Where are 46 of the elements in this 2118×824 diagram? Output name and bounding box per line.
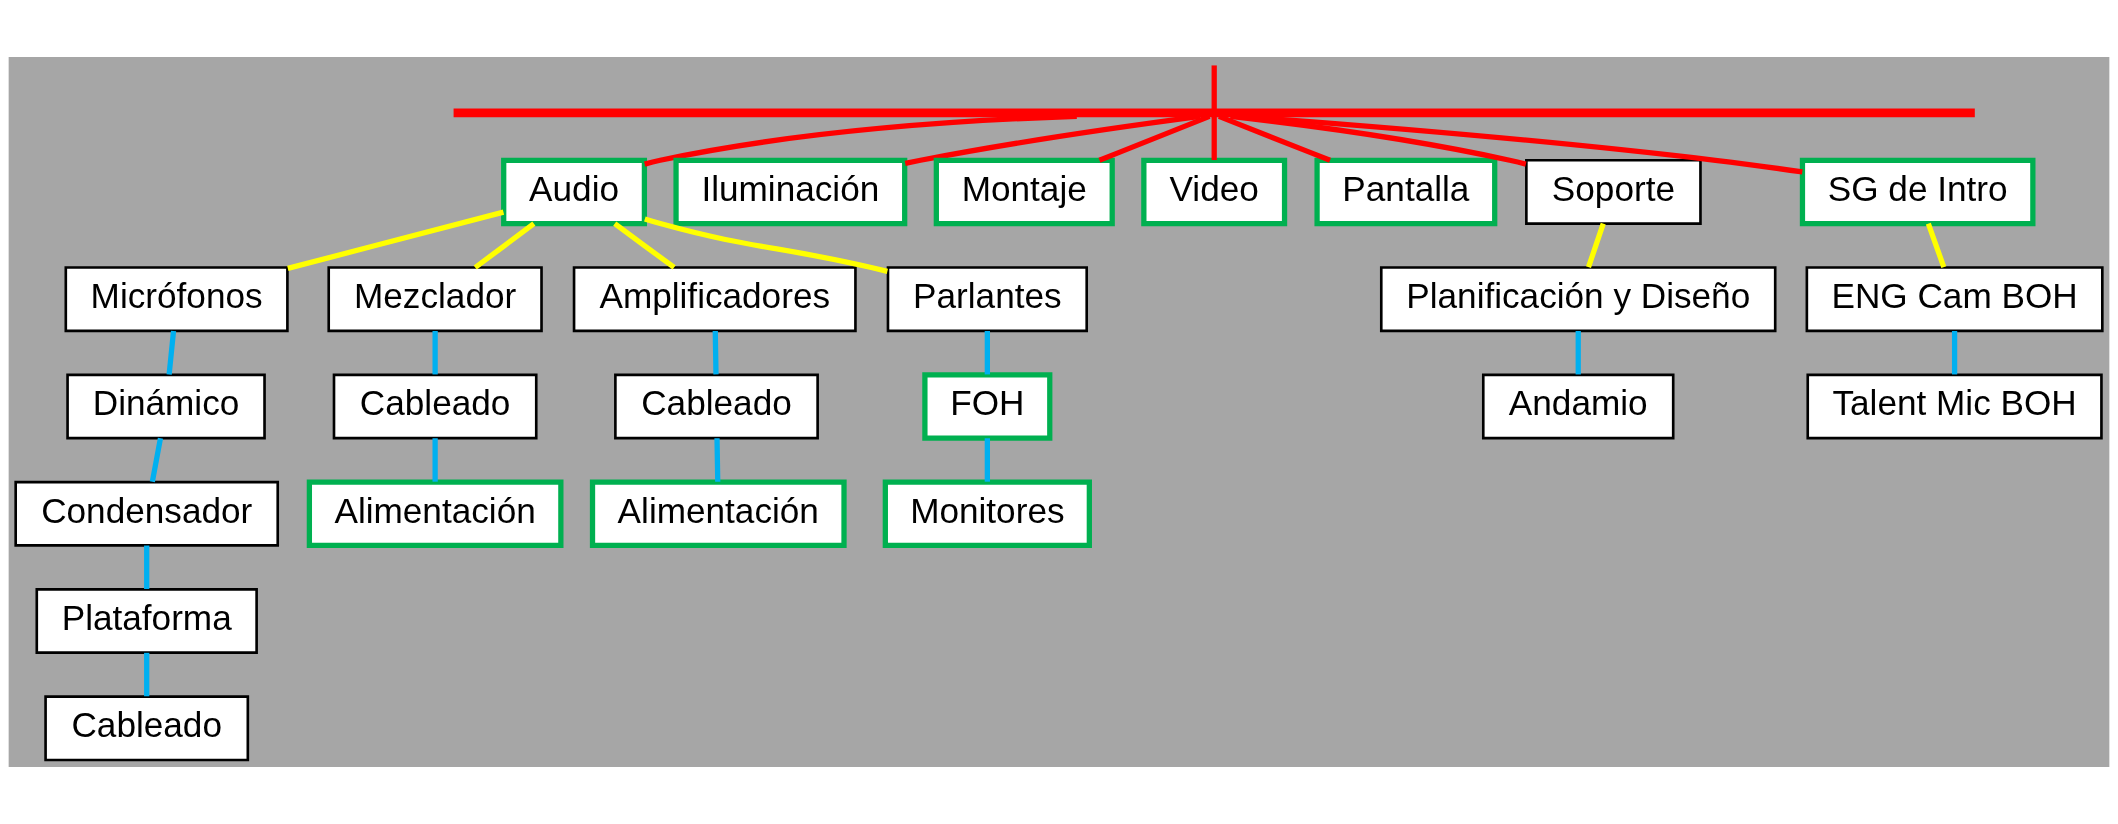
connector (1211, 65, 1217, 110)
node-bar (453, 108, 1975, 118)
connector (984, 331, 990, 375)
connector (1575, 331, 1581, 375)
node-box: Montaje (933, 157, 1115, 227)
node-box: FOH (922, 372, 1053, 441)
node-box: Planificación y Diseño (1379, 266, 1777, 333)
node-box: Parlantes (886, 266, 1088, 333)
connector (1211, 116, 1217, 161)
connector (712, 330, 719, 375)
node-box: Cableado (44, 695, 250, 762)
connector (287, 209, 505, 271)
connector (166, 330, 177, 375)
connector (473, 221, 536, 270)
connector (432, 438, 438, 482)
connector (613, 221, 676, 270)
node-box: SG de Intro (1799, 157, 2036, 227)
node-box: Alimentación (306, 479, 564, 549)
connector (1586, 222, 1606, 268)
node-box: ENG Cam BOH (1805, 266, 2104, 333)
connector (644, 216, 888, 274)
node-box: Monitores (882, 479, 1092, 549)
connector (984, 438, 990, 482)
node-box: Dinámico (66, 373, 266, 440)
node-box: Amplificadores (572, 266, 857, 333)
node-box: Pantalla (1314, 157, 1498, 227)
node-box: Alimentación (589, 479, 847, 549)
node-box: Iluminación (673, 157, 908, 227)
node-box: Cableado (332, 373, 538, 440)
node-box: Micrófonos (64, 266, 289, 333)
node-box: Plataforma (35, 588, 258, 654)
node-box: Soporte (1525, 158, 1702, 225)
connector (144, 545, 150, 589)
node-box: Audio (501, 157, 648, 227)
node-box: Andamio (1481, 373, 1675, 440)
node-box: Talent Mic BOH (1806, 373, 2103, 440)
node-box: Video (1141, 157, 1288, 227)
connector (149, 437, 164, 483)
connector (144, 652, 150, 697)
node-box: Condensador (14, 480, 280, 547)
node-box: Cableado (614, 373, 819, 440)
node-box: Mezclador (327, 266, 543, 333)
connector (432, 331, 438, 375)
connector (1951, 331, 1958, 375)
connector (1925, 222, 1947, 269)
connector (714, 438, 721, 482)
